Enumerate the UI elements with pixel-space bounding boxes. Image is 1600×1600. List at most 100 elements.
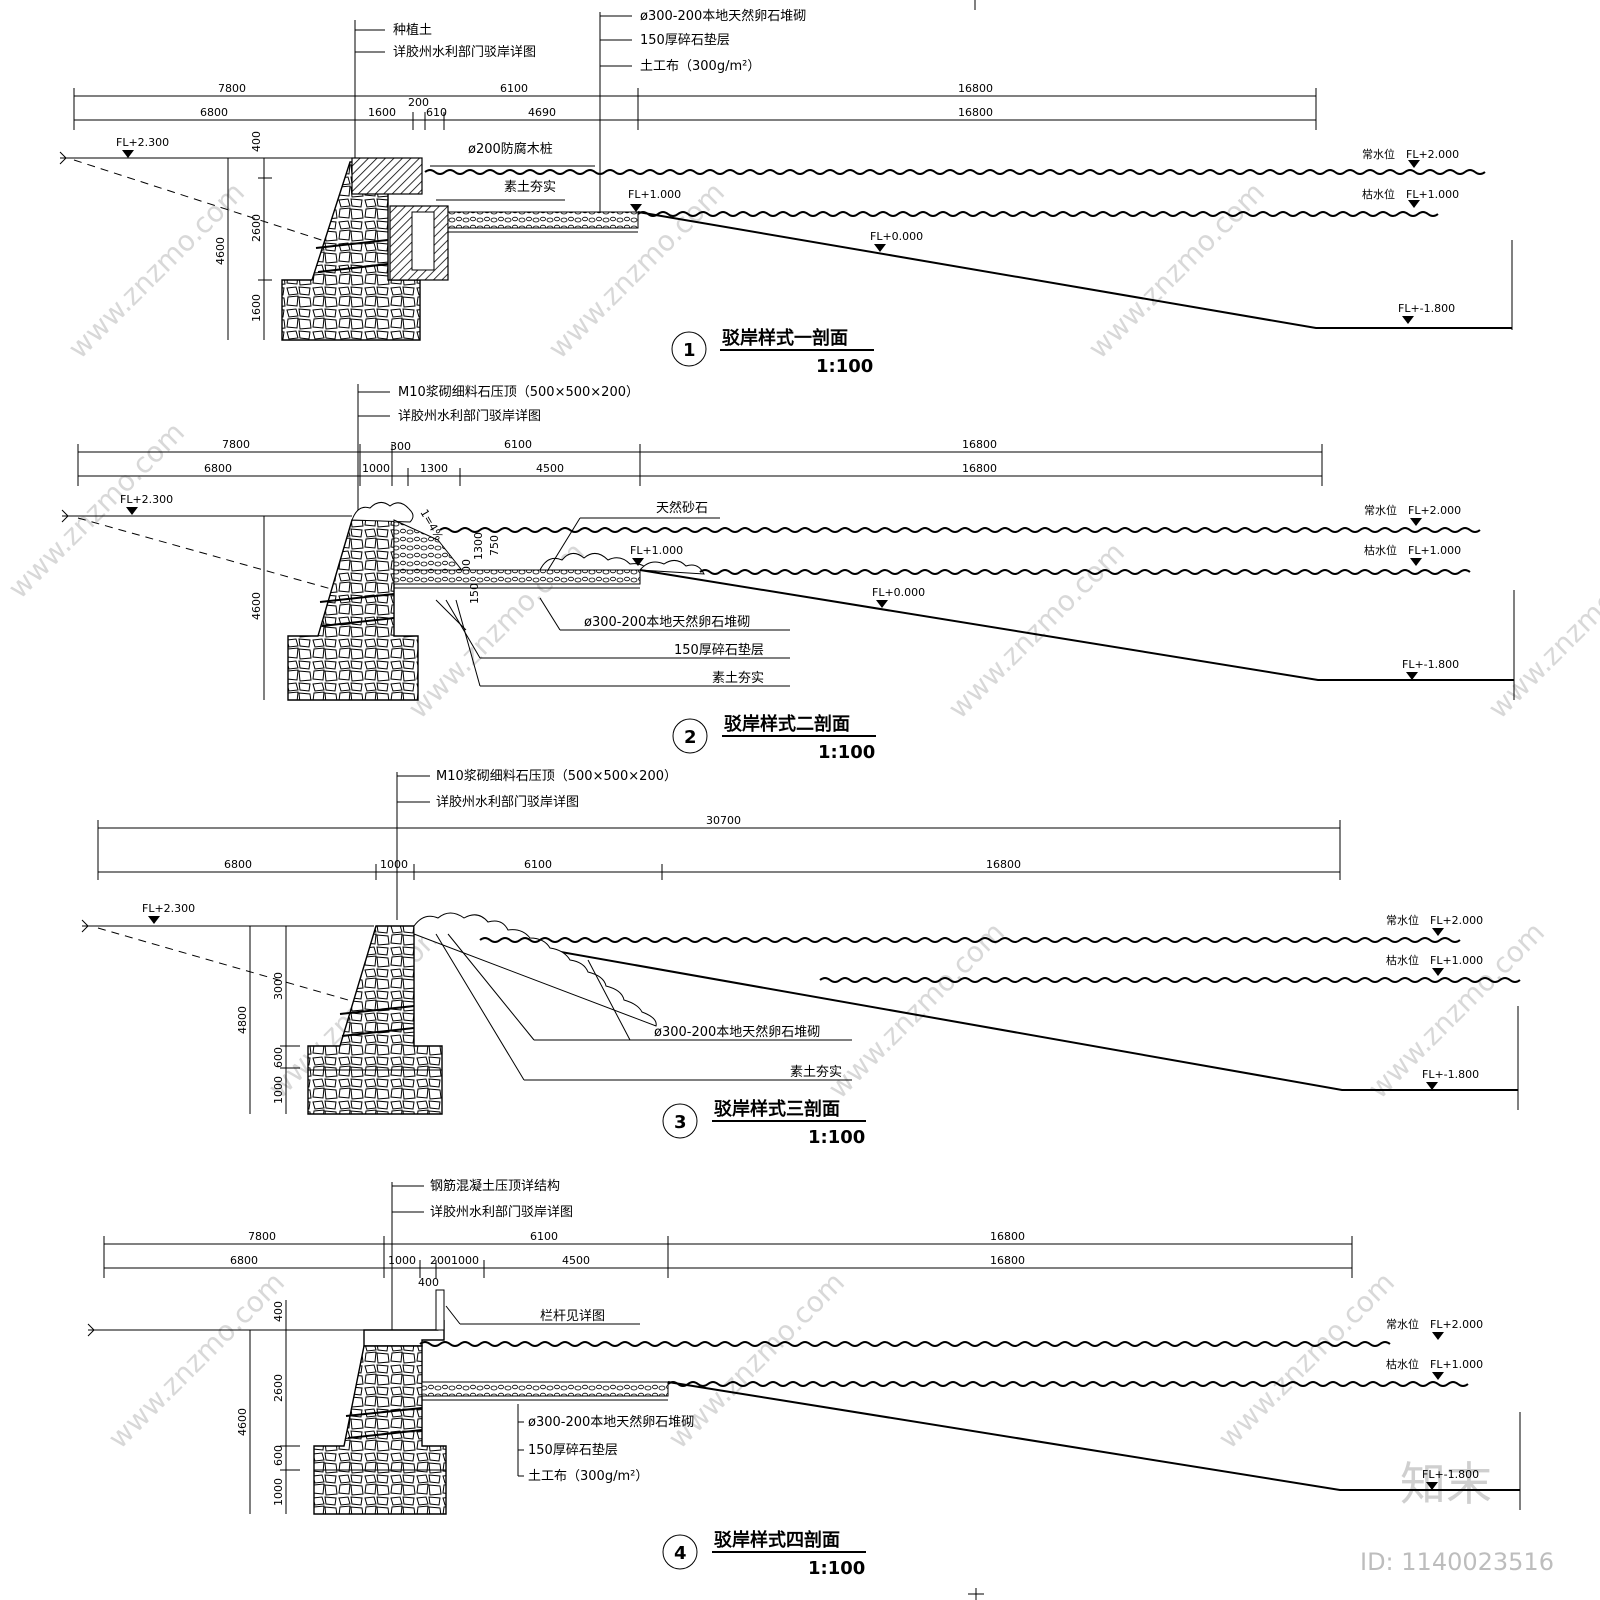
watermark-layer: www.znzmo.com www.znzmo.com www.znzmo.co… [2,176,1600,1576]
dimension: 750 [488,535,501,556]
level-label: FL+1.000 [630,544,683,557]
note-2: 详胶州水利部门驳岸详图 [398,408,541,424]
level-label: FL+0.000 [872,586,925,599]
water-level: FL+2.000 [1406,148,1459,161]
dimension: 1000 [272,1478,285,1506]
water-level: FL+2.000 [1408,504,1461,517]
water-label: 常水位 [1362,147,1395,161]
note-3: ø300-200本地天然卵石堆砌 [654,1024,820,1040]
watermark-text: www.znzmo.com [2,416,191,605]
section-scale: 1:100 [816,356,873,377]
level-label: FL+-1.800 [1422,1068,1479,1081]
watermark-text: www.znzmo.com [822,916,1011,1105]
water-label: 常水位 [1386,913,1419,927]
dimension: 1000 [380,858,408,871]
section-number: 1 [683,340,696,361]
dimension: 600 [272,1047,285,1068]
water-level: FL+1.000 [1430,1358,1483,1371]
dimension: 6800 [224,858,252,871]
watermark-id: ID: 1140023516 [1360,1548,1554,1576]
water-level: FL+1.000 [1406,188,1459,201]
water-label: 枯水位 [1386,953,1419,967]
dimension: 1000 [272,1076,285,1104]
section-number: 2 [684,727,697,748]
note-2: 150厚碎石垫层 [674,642,764,658]
note-1: 素土夯实 [504,180,556,195]
watermark-text: www.znzmo.com [542,176,731,365]
dimension: 30700 [706,814,741,827]
dimension: 7800 [222,438,250,451]
water-label: 枯水位 [1364,543,1397,557]
dimension: 400 [250,131,263,152]
watermark-text: www.znzmo.com [1082,176,1271,365]
level-label: FL+2.300 [120,493,173,506]
dimension: 3000 [272,972,285,1000]
note-1: 详胶州水利部门驳岸详图 [393,44,536,60]
section-scale: 1:100 [818,742,875,763]
water-level: FL+1.000 [1408,544,1461,557]
dimension: 4800 [236,1006,249,1034]
dimension: 6100 [530,1230,558,1243]
dimension: 16800 [958,106,993,119]
dimension: 600 [272,1445,285,1466]
dimension: 4600 [250,592,263,620]
note-2: 素土夯实 [712,671,764,686]
section-title: 驳岸样式一剖面 [722,327,848,349]
watermark-text: www.znzmo.com [102,1266,291,1455]
section-2: M10浆砌细料石压顶（500×500×200） 详胶州水利部门驳岸详图 7800… [61,384,1515,763]
note-4: 栏杆见详图 [540,1309,605,1324]
dimension: 400 [418,1276,439,1289]
dimension: 1300 [472,532,485,560]
dimension: 16800 [990,1230,1025,1243]
dimension: 16800 [986,858,1021,871]
note-4: 150厚碎石垫层 [528,1442,618,1458]
dimension: 16800 [958,82,993,95]
section-title: 驳岸样式四剖面 [714,1529,840,1551]
dimension: 610 [426,106,447,119]
dimension: 1000 [388,1254,416,1267]
dimension: 16800 [962,438,997,451]
section-scale: 1:100 [808,1558,865,1579]
dimension: 1000 [362,462,390,475]
note-1: 种植土 [393,23,432,38]
note-1: ø200防腐木桩 [468,141,553,157]
dimension: 4600 [214,237,227,265]
dimension: 16800 [962,462,997,475]
dimension: 4500 [536,462,564,475]
dimension: 7800 [218,82,246,95]
dimension: 1300 [420,462,448,475]
dimension: 400 [272,1301,285,1322]
note-4: 钢筋混凝土压顶详结构 [430,1178,560,1194]
watermark-text: www.znzmo.com [1482,536,1600,725]
dimension: 6800 [200,106,228,119]
section-4: 钢筋混凝土压顶详结构 详胶州水利部门驳岸详图 7800 6100 16800 6… [87,1178,1521,1600]
level-label: FL+-1.800 [1398,302,1455,315]
note-4: 土工布（300g/m²） [528,1469,648,1484]
section-number: 4 [674,1543,687,1564]
note-4: ø300-200本地天然卵石堆砌 [528,1414,694,1430]
note-1: 土工布（300g/m²） [640,59,760,74]
note-4: 详胶州水利部门驳岸详图 [430,1204,573,1220]
dimension: 4500 [562,1254,590,1267]
dimension: 2600 [272,1374,285,1402]
water-level: FL+1.000 [1430,954,1483,967]
water-label: 常水位 [1364,503,1397,517]
dimension: 6100 [524,858,552,871]
note-3: 素土夯实 [790,1065,842,1080]
level-label: FL+0.000 [870,230,923,243]
watermark-text: www.znzmo.com [942,536,1131,725]
note-3: 详胶州水利部门驳岸详图 [436,794,579,810]
dimension: 1600 [250,294,263,322]
water-label: 枯水位 [1386,1357,1419,1371]
dimension: 7800 [248,1230,276,1243]
dimension: 6800 [230,1254,258,1267]
level-label: FL+2.300 [142,902,195,915]
dimension: 300 [390,440,411,453]
note-2: 天然砂石 [656,500,708,516]
level-label: FL+2.300 [116,136,169,149]
dimension: 200 [408,96,429,109]
section-scale: 1:100 [808,1127,865,1148]
level-label: FL+-1.800 [1402,658,1459,671]
water-level: FL+2.000 [1430,914,1483,927]
